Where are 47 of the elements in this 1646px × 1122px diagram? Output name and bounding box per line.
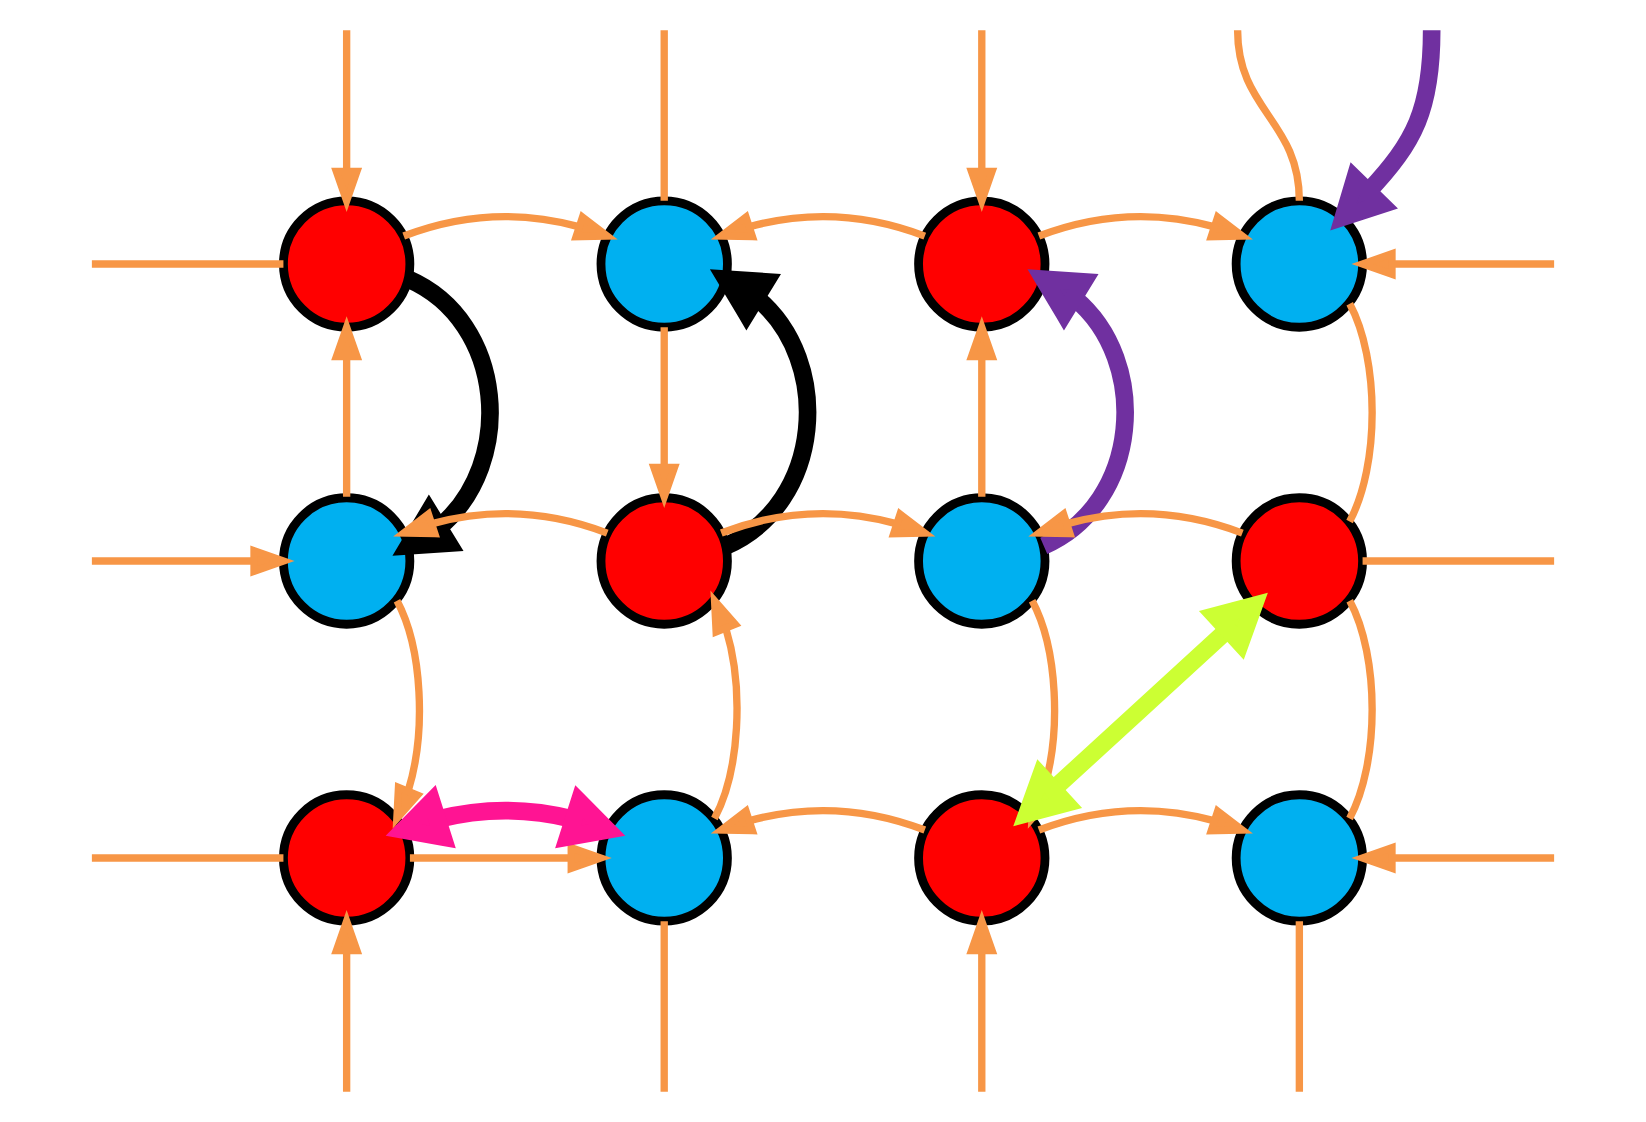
arrow xyxy=(331,316,363,497)
connector xyxy=(660,30,668,201)
node-circle xyxy=(596,790,732,926)
node-circle xyxy=(1231,493,1367,629)
arrow xyxy=(1037,211,1253,241)
node-circle xyxy=(914,493,1050,629)
arrow xyxy=(91,545,295,577)
node-circle xyxy=(596,196,732,332)
arrow xyxy=(710,805,927,835)
arrow xyxy=(409,842,612,874)
arrow xyxy=(648,327,680,508)
arrow xyxy=(710,211,927,241)
arrow xyxy=(966,30,998,212)
arrow xyxy=(331,30,363,212)
arrow xyxy=(966,316,998,497)
connector xyxy=(1295,921,1304,1092)
node-circle xyxy=(914,790,1050,926)
arrow xyxy=(331,910,363,1092)
connector xyxy=(1362,557,1555,565)
node-circle xyxy=(1231,196,1367,332)
arrow xyxy=(393,508,609,538)
connector xyxy=(91,854,284,862)
arrow xyxy=(392,599,424,829)
arrow xyxy=(1351,248,1555,280)
node-circle xyxy=(279,790,415,926)
node-circle xyxy=(279,493,415,629)
arrow xyxy=(710,590,742,821)
connector xyxy=(1346,599,1376,820)
connector xyxy=(1346,302,1376,523)
connector xyxy=(660,921,668,1092)
arrow xyxy=(385,785,626,849)
arrow xyxy=(966,910,998,1092)
node-circle xyxy=(914,196,1050,332)
arrow xyxy=(1037,805,1253,835)
node-circle xyxy=(596,493,732,629)
arrow xyxy=(1351,842,1555,874)
arrow xyxy=(1028,508,1244,538)
arrow xyxy=(1330,30,1441,231)
arrow xyxy=(1027,269,1134,554)
arrow xyxy=(402,211,618,241)
connector xyxy=(91,260,284,268)
connector xyxy=(1233,30,1304,202)
node-circle xyxy=(279,196,415,332)
arrow xyxy=(720,508,936,538)
node-circle xyxy=(1231,790,1367,926)
arrow xyxy=(709,269,817,554)
arrow xyxy=(392,271,499,556)
